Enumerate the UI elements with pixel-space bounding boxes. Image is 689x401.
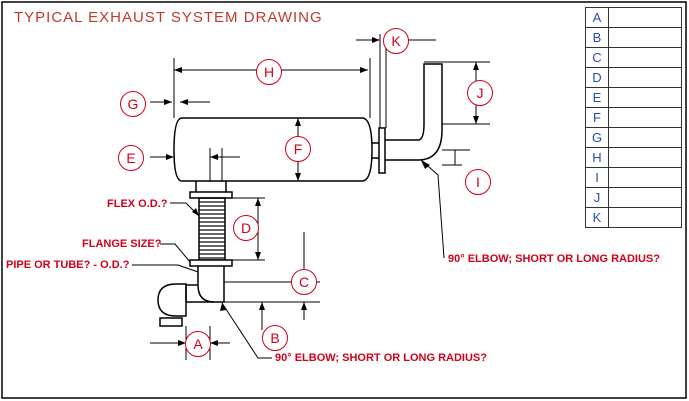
dimension-g-bubble: G bbox=[120, 91, 146, 117]
pipe-or-tube-callout: PIPE OR TUBE? - O.D.? bbox=[6, 259, 130, 271]
dimension-e-bubble: E bbox=[118, 145, 144, 171]
outlet-pipe bbox=[372, 63, 443, 174]
legend-key: F bbox=[585, 107, 609, 128]
upper-elbow-callout: 90° ELBOW; SHORT OR LONG RADIUS? bbox=[448, 253, 660, 265]
legend-key: K bbox=[585, 207, 609, 228]
dimension-h-bubble: H bbox=[256, 59, 282, 85]
legend-key: A bbox=[585, 7, 609, 28]
legend-value-cell[interactable] bbox=[608, 87, 682, 108]
legend-row: F bbox=[585, 107, 682, 128]
legend-row: A bbox=[585, 7, 682, 28]
legend-key: G bbox=[585, 127, 609, 148]
turbo-body bbox=[157, 283, 187, 317]
lower-flange bbox=[189, 259, 233, 267]
legend-key: E bbox=[585, 87, 609, 108]
dimension-lines bbox=[132, 34, 490, 360]
legend-value-cell[interactable] bbox=[608, 147, 682, 168]
dimension-f-bubble: F bbox=[285, 136, 311, 162]
flex-bellows bbox=[198, 197, 226, 261]
dimension-d-bubble: D bbox=[233, 215, 259, 241]
flex-od-callout: FLEX O.D.? bbox=[107, 198, 168, 210]
legend-value-cell[interactable] bbox=[608, 207, 682, 228]
legend-row: J bbox=[585, 187, 682, 208]
legend-value-cell[interactable] bbox=[608, 67, 682, 88]
turbo-base bbox=[159, 317, 183, 327]
legend-value-cell[interactable] bbox=[608, 187, 682, 208]
legend-value-cell[interactable] bbox=[608, 7, 682, 28]
legend-key: D bbox=[585, 67, 609, 88]
legend-row: H bbox=[585, 147, 682, 168]
legend-key: B bbox=[585, 27, 609, 48]
legend-key: H bbox=[585, 147, 609, 168]
legend-row: K bbox=[585, 207, 682, 228]
legend-value-cell[interactable] bbox=[608, 27, 682, 48]
upper-flange bbox=[189, 191, 233, 199]
lower-elbow bbox=[197, 266, 225, 303]
legend-value-cell[interactable] bbox=[608, 167, 682, 188]
dimension-j-bubble: J bbox=[467, 80, 493, 106]
legend-row: B bbox=[585, 27, 682, 48]
legend-value-cell[interactable] bbox=[608, 107, 682, 128]
legend-key: C bbox=[585, 47, 609, 68]
legend-key: J bbox=[585, 187, 609, 208]
legend-row: C bbox=[585, 47, 682, 68]
dimension-c-bubble: C bbox=[291, 269, 317, 295]
dimension-i-bubble: I bbox=[465, 169, 491, 195]
lower-elbow-callout: 90° ELBOW; SHORT OR LONG RADIUS? bbox=[275, 352, 487, 364]
muffler bbox=[173, 117, 373, 182]
outlet-flange bbox=[378, 127, 386, 174]
dimension-k-bubble: K bbox=[383, 28, 409, 54]
legend-value-cell[interactable] bbox=[608, 127, 682, 148]
dimension-b-bubble: B bbox=[262, 325, 288, 351]
legend-row: E bbox=[585, 87, 682, 108]
dimension-a-bubble: A bbox=[185, 331, 211, 357]
legend-value-cell[interactable] bbox=[608, 47, 682, 68]
legend-row: G bbox=[585, 127, 682, 148]
legend-row: D bbox=[585, 67, 682, 88]
legend-row: I bbox=[585, 167, 682, 188]
inlet-assembly bbox=[157, 181, 233, 327]
drawing-title: TYPICAL EXHAUST SYSTEM DRAWING bbox=[14, 9, 323, 26]
flange-size-callout: FLANGE SIZE? bbox=[82, 238, 162, 250]
legend-key: I bbox=[585, 167, 609, 188]
